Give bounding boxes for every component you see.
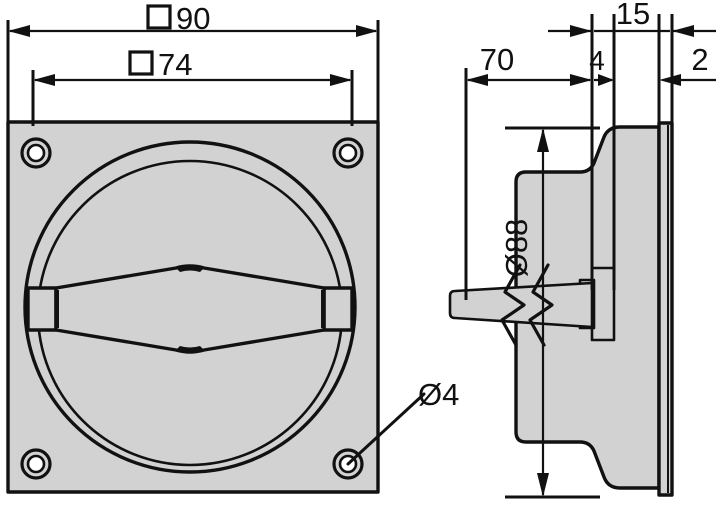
- dim-label-70: 70: [480, 42, 514, 77]
- handle-top-notch: [176, 265, 204, 272]
- handle-shaft: [448, 281, 594, 329]
- dim-label-74: 74: [158, 47, 192, 82]
- dim-arrow-15-left: [570, 25, 592, 37]
- handle-left-pivot: [26, 286, 58, 332]
- dim-label-2: 2: [691, 42, 708, 77]
- dim-arrow-2-left: [659, 74, 681, 86]
- front-view: [6, 120, 426, 494]
- break-line-left: [500, 263, 526, 347]
- mounting-flange: [657, 121, 674, 497]
- break-line-right: [528, 263, 554, 347]
- square-symbol-74: [128, 50, 154, 76]
- dim-label-90: 90: [176, 1, 210, 36]
- cup-rim-circle: [23, 140, 357, 474]
- dim-arrow-70-right: [570, 74, 592, 86]
- dim-label-15: 15: [616, 0, 650, 31]
- dim-arrow-90-left: [8, 25, 30, 37]
- handle-right-pivot: [322, 286, 354, 332]
- diameter4-leader-line: [346, 392, 426, 466]
- handle-bottom-notch: [176, 346, 204, 353]
- dim-arrow-74-left: [33, 74, 55, 86]
- dim-arrow-74-right: [330, 74, 352, 86]
- dim-label-4: 4: [589, 45, 605, 76]
- screw-hole-bottom-left: [20, 448, 52, 480]
- square-symbol-90: [146, 4, 172, 30]
- dim-arrow-15-right: [672, 25, 694, 37]
- front-view-dimensions: 90 74 Ø4: [6, 1, 459, 412]
- dim-arrow-d88-bottom: [537, 473, 549, 497]
- side-view-dimensions: Ø88 70 4 2 15: [464, 0, 716, 499]
- side-view: [448, 121, 674, 497]
- dim-arrow-4-right: [598, 74, 614, 86]
- dim-label-diameter-4: Ø4: [418, 377, 459, 412]
- dim-arrow-70-left: [466, 74, 488, 86]
- dim-arrow-90-right: [356, 25, 378, 37]
- dim-arrow-d88-top: [537, 128, 549, 152]
- dim-label-diameter-88: Ø88: [499, 219, 534, 278]
- screw-hole-top-left: [20, 137, 52, 169]
- screw-hole-top-right: [332, 137, 364, 169]
